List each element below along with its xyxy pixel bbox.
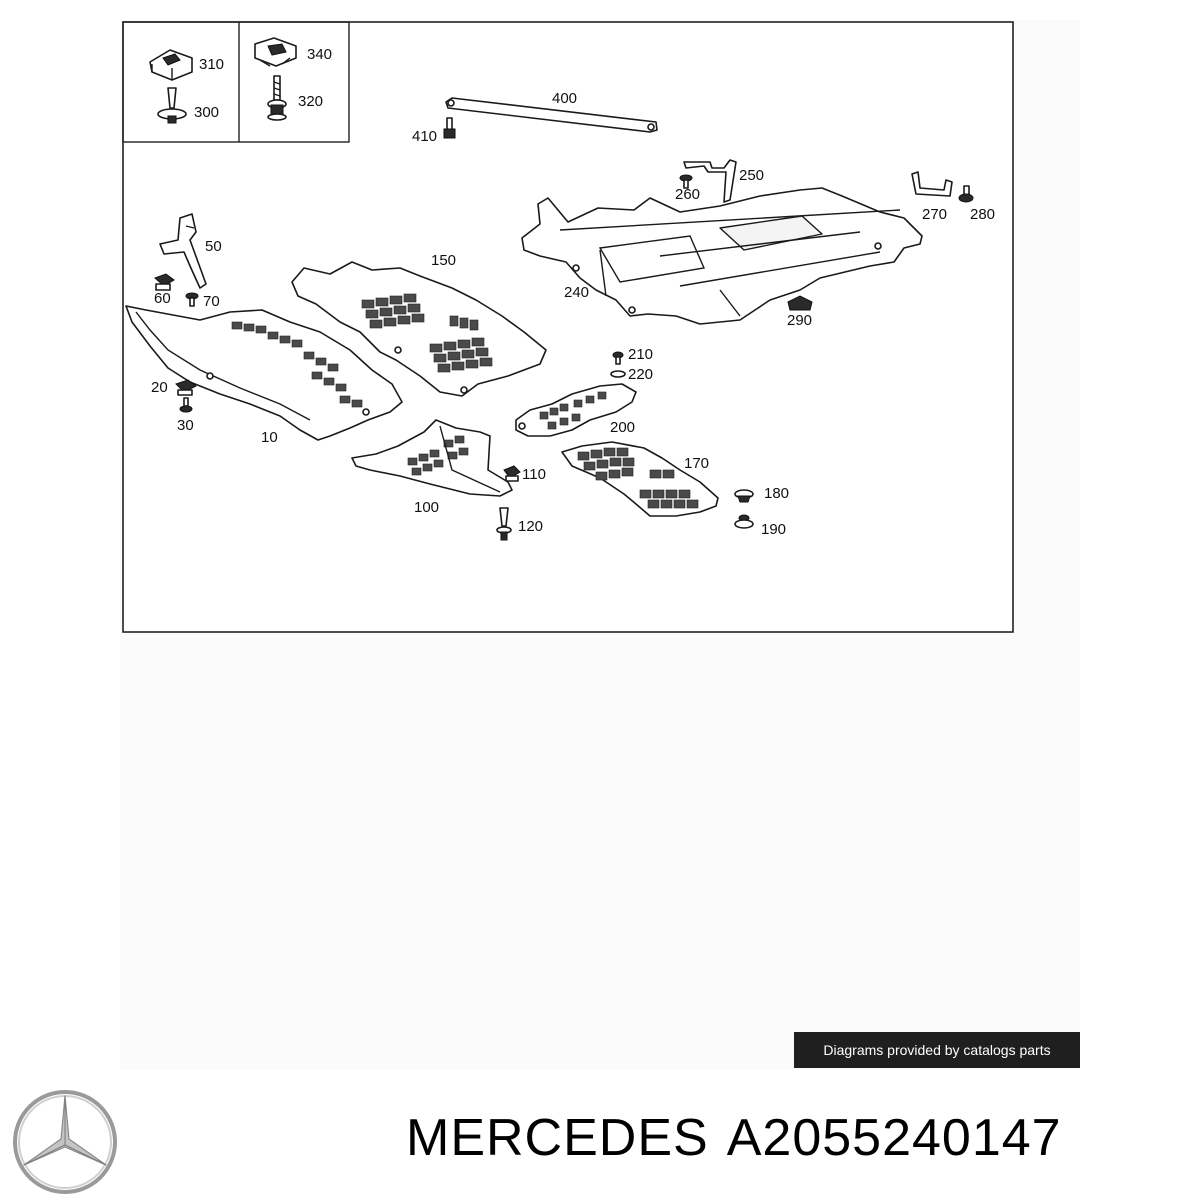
brand-part-heading: MERCEDES A2055240147	[406, 1108, 1062, 1168]
part-320-bolt	[267, 75, 287, 121]
callout-170: 170	[684, 455, 709, 472]
part-70-screw	[185, 292, 199, 307]
part-410-bolt	[443, 117, 456, 139]
callout-labels: 310 340 300 320 400 410 250 260 270 280 …	[151, 46, 995, 538]
diagram-credit-badge: Diagrams provided by catalogs parts	[794, 1032, 1080, 1068]
callout-290: 290	[787, 312, 812, 329]
callout-410: 410	[412, 128, 437, 145]
callout-320: 320	[298, 93, 323, 110]
callout-50: 50	[205, 238, 222, 255]
brand-name: MERCEDES	[406, 1109, 709, 1167]
part-260-screw	[679, 174, 693, 189]
callout-70: 70	[203, 293, 220, 310]
part-340-spring-nut	[254, 37, 297, 67]
part-200-side-panel	[515, 383, 637, 437]
part-210-screw	[612, 351, 624, 365]
callout-20: 20	[151, 379, 168, 396]
part-180-grommet	[734, 489, 754, 503]
callout-120: 120	[518, 518, 543, 535]
part-30-screw	[179, 397, 193, 413]
callout-240: 240	[564, 284, 589, 301]
mercedes-star-icon	[13, 1090, 117, 1194]
part-60-nut	[154, 273, 175, 291]
callout-300: 300	[194, 104, 219, 121]
callout-340: 340	[307, 46, 332, 63]
callout-30: 30	[177, 417, 194, 434]
part-50-bracket	[159, 213, 207, 289]
callout-150: 150	[431, 252, 456, 269]
inset-box-fasteners	[122, 21, 350, 143]
part-170-floor-panel	[561, 441, 719, 517]
part-290-clip	[787, 295, 813, 311]
callout-400: 400	[552, 90, 577, 107]
callout-220: 220	[628, 366, 653, 383]
part-400-strut	[445, 97, 658, 133]
part-240-rear-underbody-panel	[521, 187, 923, 325]
callout-110: 110	[522, 466, 546, 483]
part-100-lower-panel	[351, 419, 513, 497]
part-150-engine-underbody-panel	[291, 261, 547, 397]
callout-200: 200	[610, 419, 635, 436]
callout-180: 180	[764, 485, 789, 502]
part-300-push-rivet	[157, 87, 187, 124]
callout-190: 190	[761, 521, 786, 538]
part-220-washer	[610, 370, 626, 378]
part-number: A2055240147	[726, 1109, 1062, 1167]
callout-100: 100	[414, 499, 439, 516]
part-20-nut	[175, 379, 197, 396]
callout-250: 250	[739, 167, 764, 184]
part-270-bracket	[911, 171, 953, 197]
callout-280: 280	[970, 206, 995, 223]
part-110-nut	[503, 465, 521, 482]
callout-270: 270	[922, 206, 947, 223]
callout-10: 10	[261, 429, 278, 446]
callout-310: 310	[199, 56, 224, 73]
part-250-bracket	[683, 159, 737, 203]
part-190-grommet	[734, 514, 754, 529]
callout-210: 210	[628, 346, 653, 363]
callout-60: 60	[154, 290, 171, 307]
part-280-screw	[958, 185, 974, 203]
part-310-clip-nut	[149, 49, 193, 81]
part-120-rivet	[496, 507, 512, 541]
callout-260: 260	[675, 186, 700, 203]
